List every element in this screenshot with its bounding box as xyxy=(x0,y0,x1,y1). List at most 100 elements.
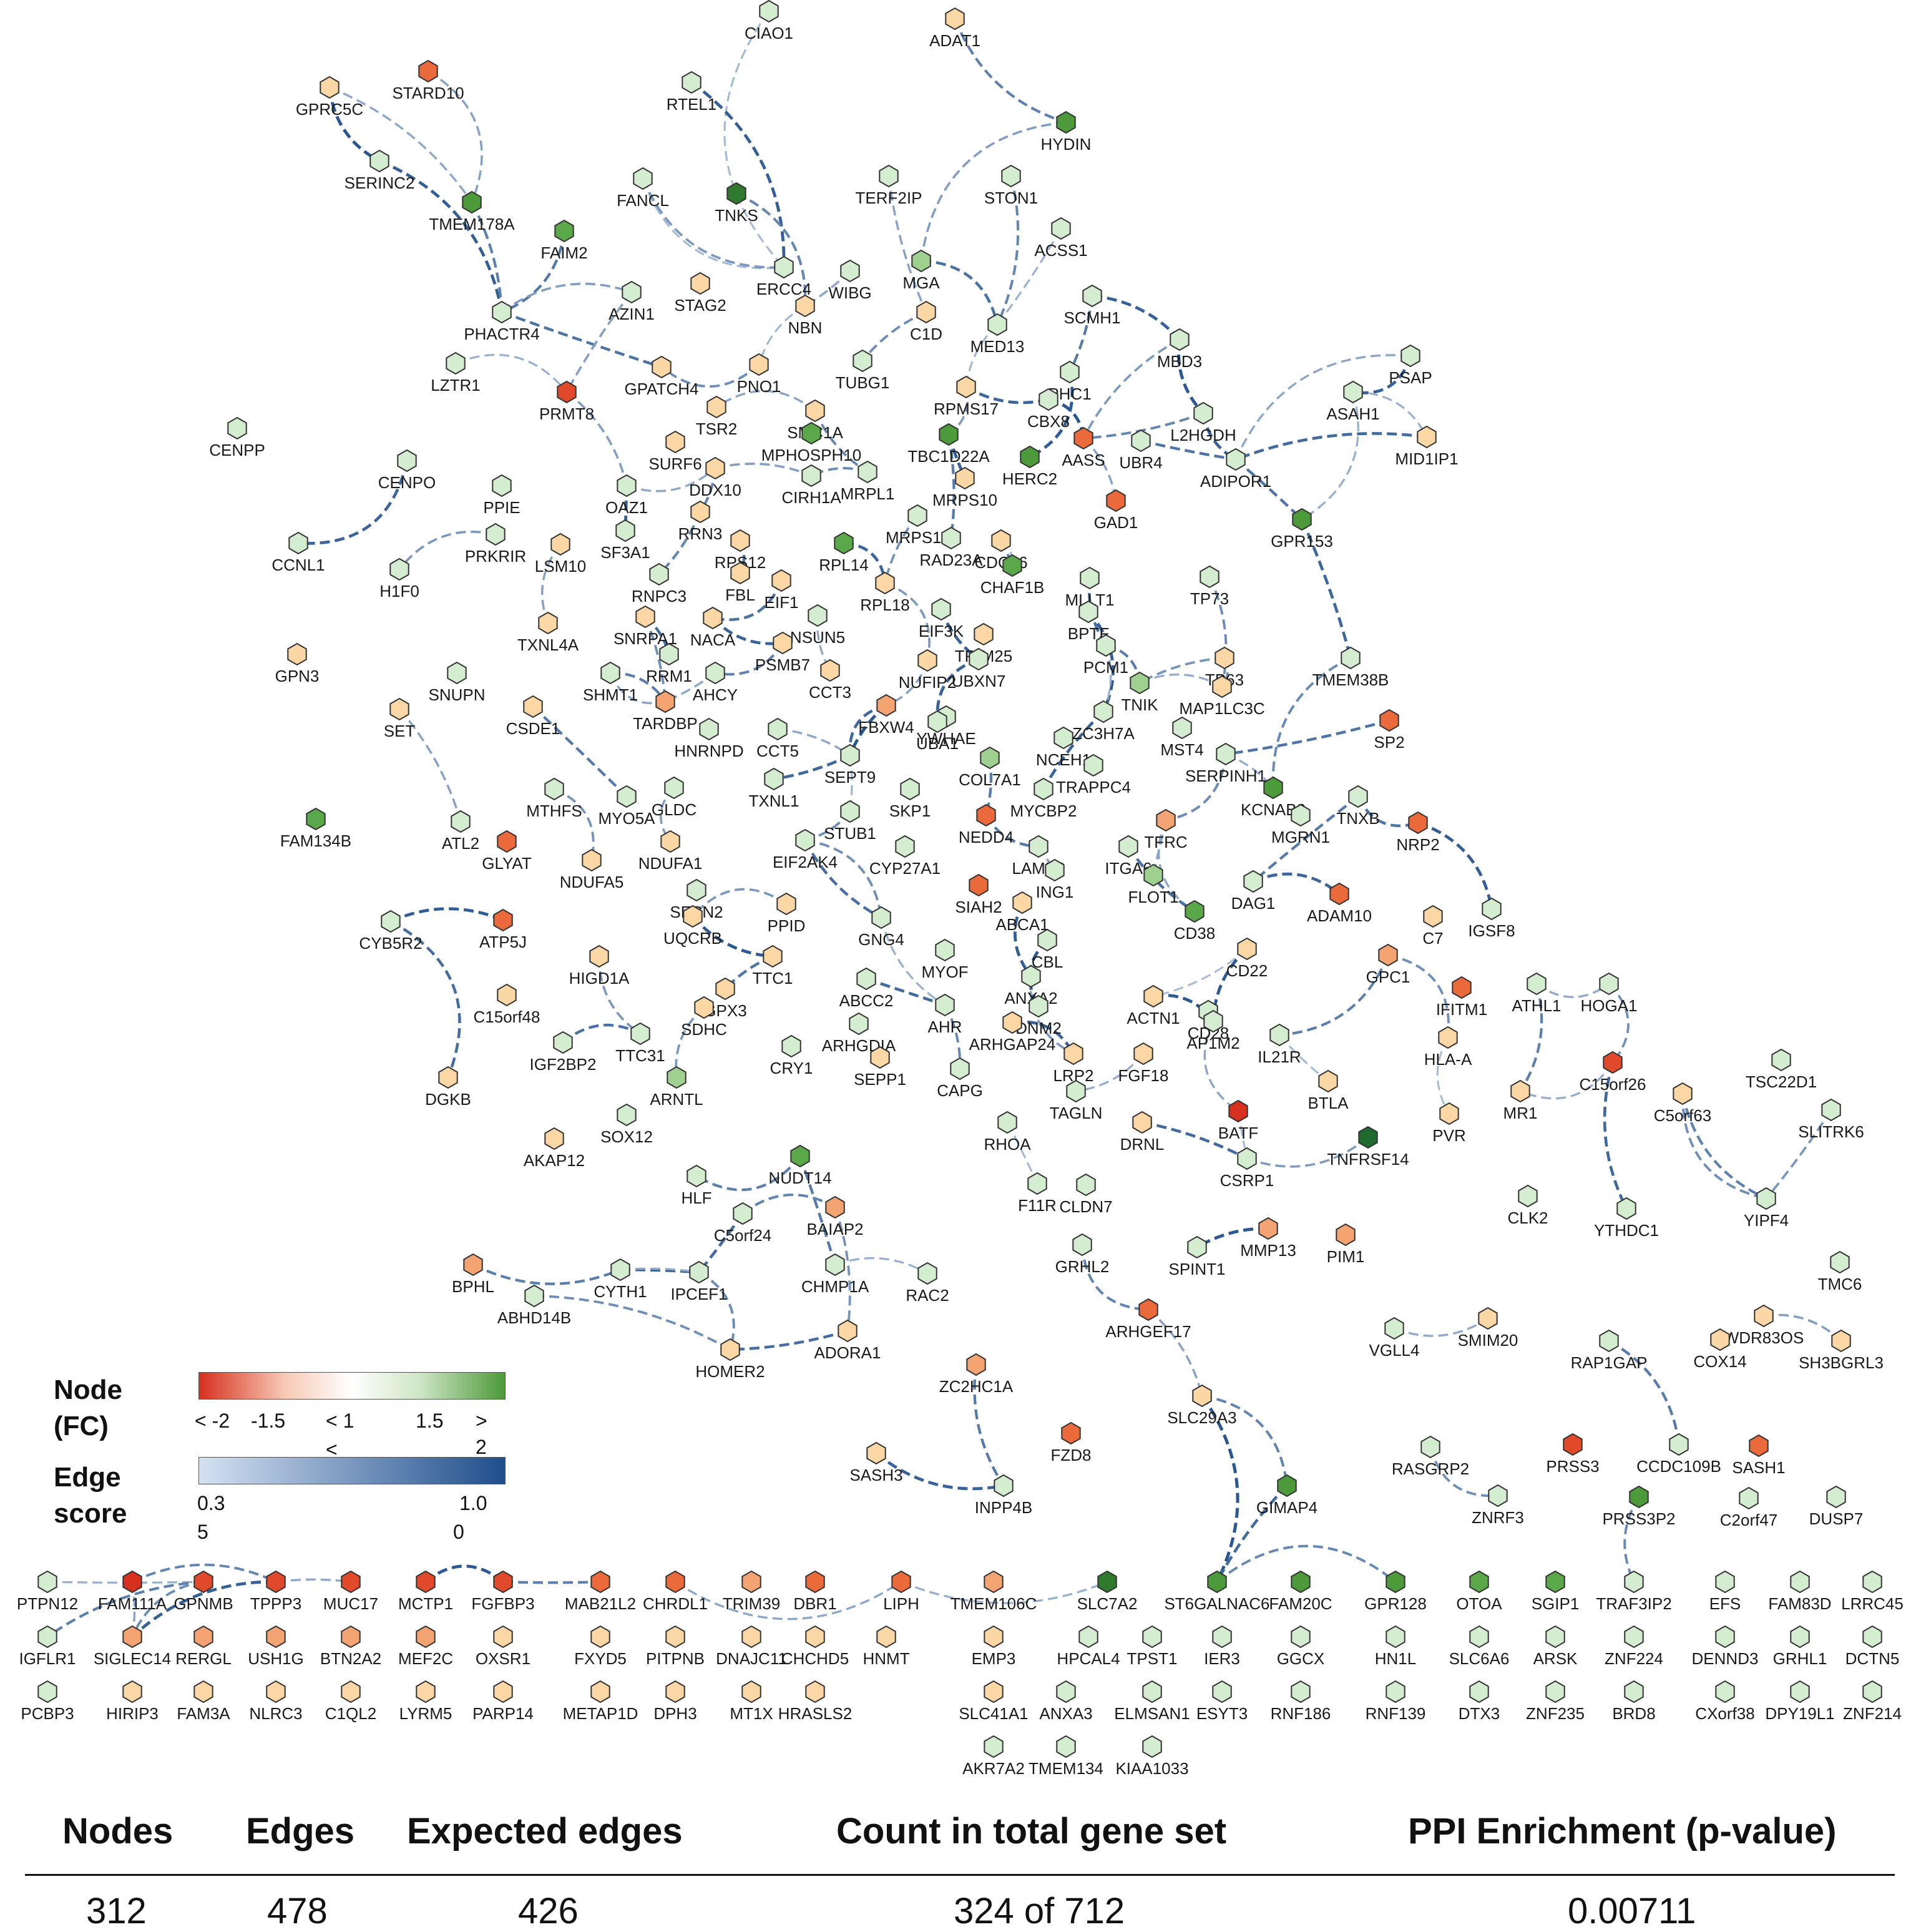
gene-node[interactable]: EIF3K xyxy=(919,597,964,640)
gene-node[interactable]: ZC3H7A xyxy=(1072,700,1135,743)
gene-node[interactable]: GIMAP4 xyxy=(1256,1474,1317,1517)
gene-node[interactable]: FAM134B xyxy=(280,807,351,850)
gene-node[interactable]: SF3A1 xyxy=(600,519,650,562)
gene-node[interactable]: NLRC3 xyxy=(249,1680,303,1723)
gene-node[interactable]: SH3BGRL3 xyxy=(1799,1329,1884,1372)
gene-node[interactable]: EIF1 xyxy=(765,569,799,612)
gene-node[interactable]: RAD23A xyxy=(919,526,983,569)
gene-node[interactable]: ZNF235 xyxy=(1526,1680,1585,1723)
gene-node[interactable]: H1F0 xyxy=(379,557,419,601)
gene-node[interactable]: AP1M2 xyxy=(1186,1009,1240,1052)
gene-node[interactable]: BAIAP2 xyxy=(806,1195,864,1238)
gene-node[interactable]: FAM20C xyxy=(1269,1570,1332,1613)
gene-node[interactable]: RHOA xyxy=(984,1111,1031,1154)
gene-node[interactable]: AASS xyxy=(1062,426,1105,469)
gene-node[interactable]: TPST1 xyxy=(1127,1625,1178,1668)
gene-node[interactable]: PCM1 xyxy=(1083,634,1128,677)
gene-node[interactable]: UBR4 xyxy=(1119,429,1163,472)
gene-node[interactable]: SURF6 xyxy=(648,430,702,473)
gene-node[interactable]: YTHDC1 xyxy=(1594,1197,1659,1240)
gene-node[interactable]: PARP14 xyxy=(472,1680,534,1723)
gene-node[interactable]: PTPN12 xyxy=(17,1570,78,1613)
gene-node[interactable]: C15orf26 xyxy=(1580,1051,1646,1094)
gene-node[interactable]: ADORA1 xyxy=(814,1319,881,1362)
gene-node[interactable]: ABHD14B xyxy=(497,1284,572,1327)
gene-node[interactable]: IER3 xyxy=(1204,1625,1240,1668)
gene-node[interactable]: HPCAL4 xyxy=(1057,1625,1120,1668)
gene-node[interactable]: HYDIN xyxy=(1041,110,1092,154)
gene-node[interactable]: TNFRSF14 xyxy=(1327,1125,1409,1169)
gene-node[interactable]: ING1 xyxy=(1036,858,1074,901)
gene-node[interactable]: C5orf24 xyxy=(714,1202,772,1245)
gene-node[interactable]: SET xyxy=(384,697,416,740)
gene-node[interactable]: ZNF214 xyxy=(1843,1680,1902,1723)
gene-node[interactable]: USH1G xyxy=(248,1625,304,1668)
gene-node[interactable]: YIPF4 xyxy=(1744,1187,1789,1230)
gene-node[interactable]: MRPS11 xyxy=(886,504,949,547)
gene-node[interactable]: F11R xyxy=(1018,1172,1057,1215)
gene-node[interactable]: CIRH1A xyxy=(781,464,841,507)
gene-node[interactable]: C7 xyxy=(1422,905,1444,948)
gene-node[interactable]: TARDBP xyxy=(633,690,698,733)
gene-node[interactable]: NRP2 xyxy=(1396,811,1440,854)
gene-node[interactable]: AKR7A2 xyxy=(962,1735,1025,1778)
gene-node[interactable]: TRIM39 xyxy=(723,1570,780,1613)
gene-node[interactable]: RNF139 xyxy=(1366,1680,1426,1723)
gene-node[interactable]: NUFIP2 xyxy=(899,649,956,692)
gene-node[interactable]: ADIPOR1 xyxy=(1200,448,1271,491)
gene-node[interactable]: NCEH1 xyxy=(1036,726,1091,769)
gene-node[interactable]: CYTH1 xyxy=(594,1258,647,1301)
gene-node[interactable]: DTX3 xyxy=(1459,1680,1500,1723)
gene-node[interactable]: MMP13 xyxy=(1240,1217,1296,1260)
gene-node[interactable]: CD38 xyxy=(1174,900,1215,943)
gene-node[interactable]: TNKS xyxy=(715,182,758,225)
gene-node[interactable]: SIAH2 xyxy=(955,873,1002,916)
gene-node[interactable]: ANXA3 xyxy=(1039,1680,1093,1723)
gene-node[interactable]: IGSF8 xyxy=(1468,897,1515,940)
gene-node[interactable]: SLC41A1 xyxy=(959,1680,1029,1723)
gene-node[interactable]: L2HGDH xyxy=(1170,401,1236,444)
gene-node[interactable]: GLDC xyxy=(652,776,697,819)
gene-node[interactable]: DBR1 xyxy=(793,1570,837,1613)
gene-node[interactable]: DAG1 xyxy=(1231,870,1276,913)
gene-node[interactable]: BPHL xyxy=(452,1253,494,1296)
gene-node[interactable]: ESYT3 xyxy=(1196,1680,1248,1723)
gene-node[interactable]: SCMH1 xyxy=(1063,284,1121,327)
gene-node[interactable]: PNO1 xyxy=(737,353,781,396)
gene-node[interactable]: STUB1 xyxy=(824,800,876,843)
gene-node[interactable]: ARSK xyxy=(1533,1625,1578,1668)
gene-node[interactable]: GPNMB xyxy=(174,1570,233,1613)
gene-node[interactable]: CENPP xyxy=(209,416,265,459)
gene-node[interactable]: SDHC xyxy=(681,996,727,1039)
gene-node[interactable]: PPID xyxy=(768,892,806,935)
gene-node[interactable]: ARHGAP24 xyxy=(969,1011,1056,1054)
gene-node[interactable]: CXorf38 xyxy=(1695,1680,1755,1723)
gene-node[interactable]: SIGLEC14 xyxy=(94,1625,171,1668)
gene-node[interactable]: FAIM2 xyxy=(540,219,588,262)
gene-node[interactable]: GRHL1 xyxy=(1773,1625,1827,1668)
gene-node[interactable]: GGCX xyxy=(1277,1625,1325,1668)
gene-node[interactable]: TMEM178A xyxy=(429,190,515,233)
gene-node[interactable]: CHRDL1 xyxy=(643,1570,708,1613)
gene-node[interactable]: HN1L xyxy=(1375,1625,1416,1668)
gene-node[interactable]: GPATCH4 xyxy=(625,355,699,398)
gene-node[interactable]: DPH3 xyxy=(653,1680,697,1723)
gene-node[interactable]: FGF18 xyxy=(1118,1042,1169,1085)
gene-node[interactable]: PRSS3P2 xyxy=(1602,1485,1676,1528)
gene-node[interactable]: RRN3 xyxy=(678,500,723,543)
gene-node[interactable]: NEDD4 xyxy=(959,803,1014,846)
gene-node[interactable]: IFITM1 xyxy=(1436,976,1487,1019)
gene-node[interactable]: SLC7A2 xyxy=(1077,1570,1138,1613)
gene-node[interactable]: TTC1 xyxy=(753,944,793,988)
gene-node[interactable]: MYO5A xyxy=(598,785,655,828)
gene-node[interactable]: OXSR1 xyxy=(476,1625,530,1668)
gene-node[interactable]: TP73 xyxy=(1190,565,1229,608)
gene-node[interactable]: CRY1 xyxy=(770,1034,813,1077)
gene-node[interactable]: HOMER2 xyxy=(695,1338,765,1381)
gene-node[interactable]: CSDE1 xyxy=(506,695,560,738)
gene-node[interactable]: PSMB7 xyxy=(755,631,810,674)
gene-node[interactable]: BTN2A2 xyxy=(320,1625,381,1668)
gene-node[interactable]: ACSS1 xyxy=(1034,217,1088,260)
gene-node[interactable]: CCT5 xyxy=(756,717,799,760)
gene-node[interactable]: TMEM38B xyxy=(1312,646,1389,689)
